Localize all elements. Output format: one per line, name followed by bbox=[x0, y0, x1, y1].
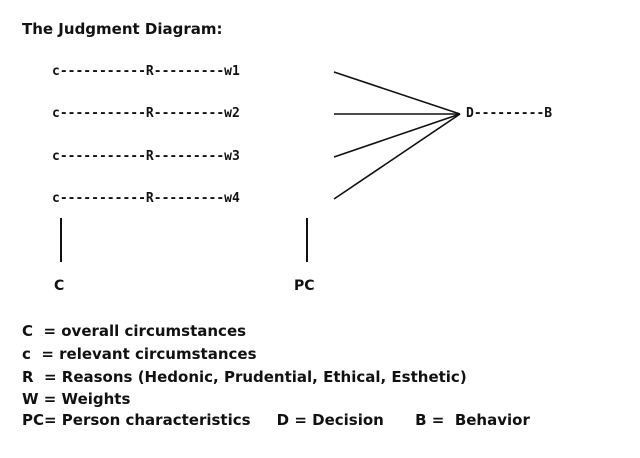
legend-item-overall-circumstances: C = overall circumstances bbox=[22, 322, 247, 340]
chain-row-2: c-----------R---------w2 bbox=[52, 106, 240, 121]
legend-item-person-decision-behavior: PC= Person characteristics D = Decision … bbox=[22, 411, 530, 429]
legend-item-relevant-circumstances: c = relevant circumstances bbox=[22, 345, 257, 363]
legend-item-reasons: R = Reasons (Hedonic, Prudential, Ethica… bbox=[22, 368, 467, 386]
c-vertical-line bbox=[60, 218, 62, 262]
chain-row-4: c-----------R---------w4 bbox=[52, 191, 240, 206]
person-characteristics-label: PC bbox=[294, 278, 315, 294]
chain-row-3: c-----------R---------w3 bbox=[52, 149, 240, 164]
diagram-title: The Judgment Diagram: bbox=[22, 20, 223, 38]
legend-item-weights: W = Weights bbox=[22, 390, 131, 408]
pc-vertical-line bbox=[306, 218, 308, 262]
decision-behavior-chain: D---------B bbox=[466, 106, 553, 121]
connector-w4-to-d bbox=[333, 113, 461, 200]
chain-row-1: c-----------R---------w1 bbox=[52, 64, 240, 79]
connector-w1-to-d bbox=[333, 71, 461, 115]
connector-w3-to-d bbox=[333, 113, 461, 158]
overall-circumstances-label: C bbox=[54, 278, 65, 294]
